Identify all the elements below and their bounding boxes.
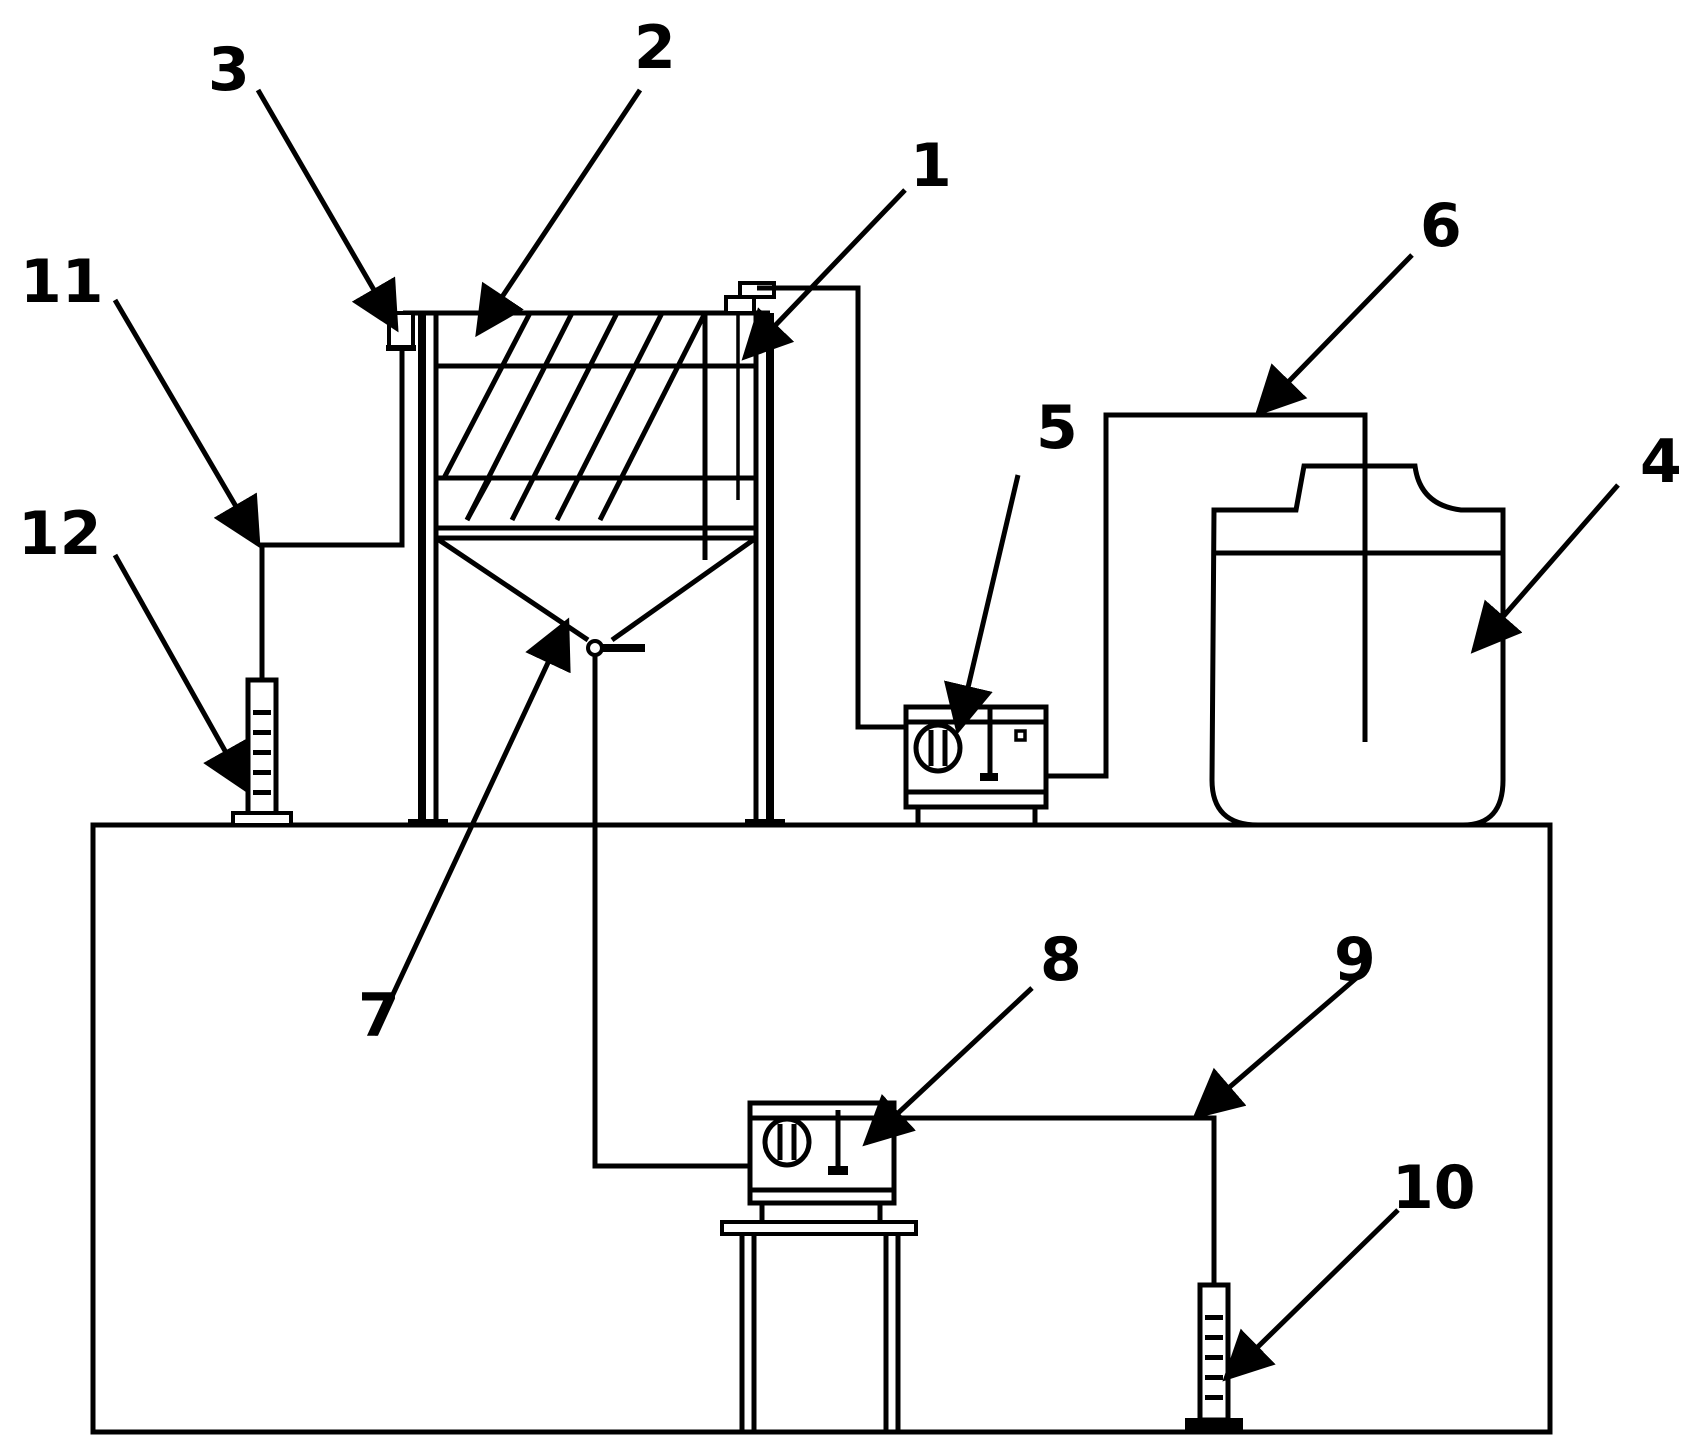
flowmeter-10 xyxy=(1185,1282,1243,1430)
arrow-8 xyxy=(862,986,1034,1147)
label-7: 7 xyxy=(358,981,400,1051)
leader-arrows xyxy=(112,88,1620,1382)
arrow-2 xyxy=(475,88,643,338)
label-5: 5 xyxy=(1036,393,1078,463)
pipe-6 xyxy=(1046,412,1368,779)
label-6: 6 xyxy=(1420,191,1462,261)
label-8: 8 xyxy=(1040,925,1082,995)
label-9: 9 xyxy=(1334,925,1376,995)
label-10: 10 xyxy=(1392,1153,1476,1223)
arrow-11 xyxy=(112,298,261,549)
pump-8 xyxy=(747,1100,897,1222)
label-11: 11 xyxy=(20,247,104,317)
reactor-column xyxy=(403,310,785,826)
pipe-to-pump-8 xyxy=(592,825,752,1169)
label-1: 1 xyxy=(910,131,952,201)
arrow-1 xyxy=(741,188,907,361)
pipe-9 xyxy=(894,1115,1217,1285)
label-2: 2 xyxy=(634,13,676,83)
label-4: 4 xyxy=(1640,427,1682,497)
pipe-to-pump-5 xyxy=(757,285,908,730)
arrow-9 xyxy=(1192,966,1370,1120)
callout-labels: 1 2 3 4 5 6 7 8 9 10 11 12 xyxy=(18,13,1682,1223)
packing-hatch xyxy=(441,311,708,522)
pump-5 xyxy=(903,704,1049,825)
arrow-3 xyxy=(255,88,399,333)
arrow-6 xyxy=(1254,253,1414,417)
pipe-11 xyxy=(259,351,405,680)
tank-4 xyxy=(1209,463,1506,828)
arrow-10 xyxy=(1222,1208,1400,1382)
pump-stand xyxy=(720,1220,918,1432)
arrow-5 xyxy=(943,474,1021,735)
arrow-4 xyxy=(1470,483,1620,654)
conical-bottom xyxy=(434,535,758,825)
label-12: 12 xyxy=(18,499,102,569)
flowmeter-12 xyxy=(231,677,293,827)
label-3: 3 xyxy=(208,35,250,105)
arrow-7 xyxy=(371,617,571,1037)
base-tank xyxy=(90,822,1553,1435)
arrow-12 xyxy=(112,553,250,795)
